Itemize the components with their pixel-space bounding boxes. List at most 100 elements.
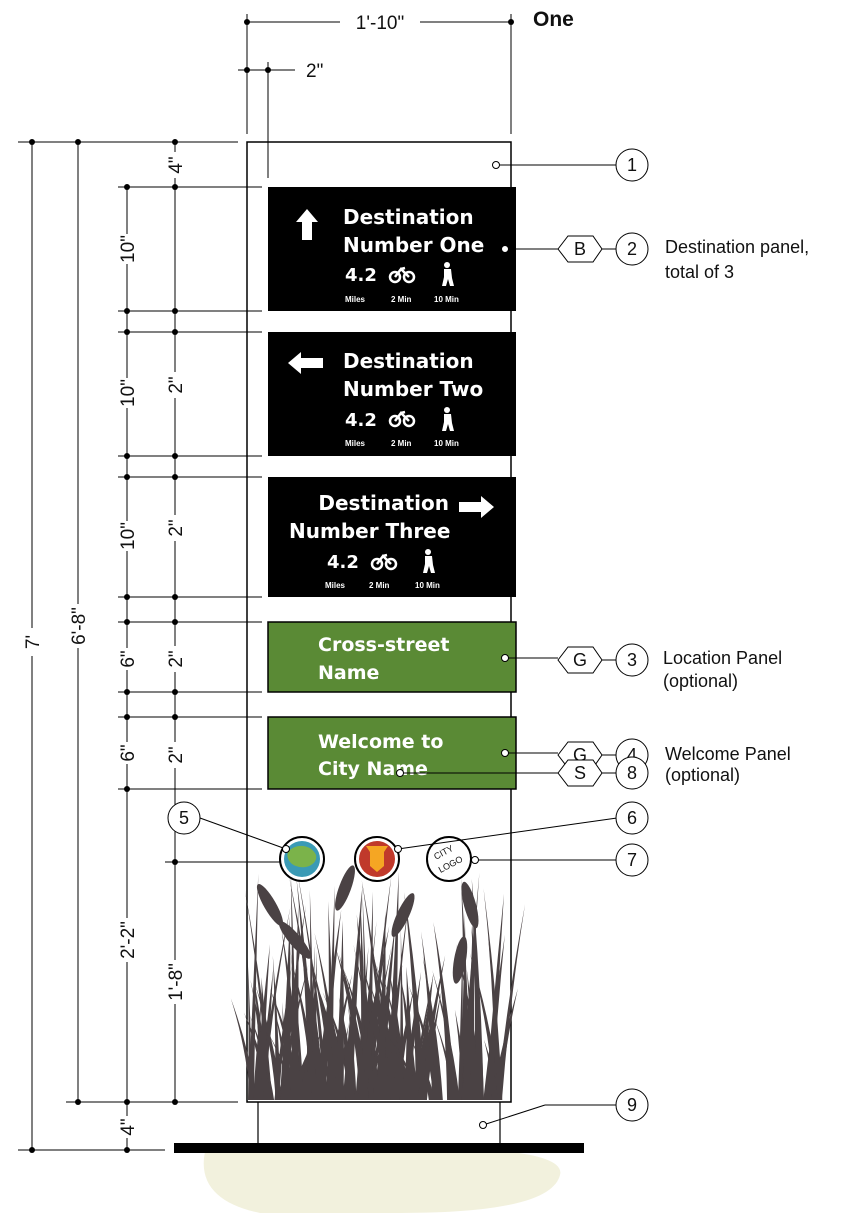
grass-seedhead	[335, 865, 355, 911]
miles-label: Miles	[325, 581, 346, 590]
walk-time: 10 Min	[434, 295, 459, 304]
globe-logo	[279, 836, 325, 882]
grass-blade	[365, 945, 392, 1100]
grass-blade	[253, 944, 270, 1100]
destination-panel-3: Destination Number Three 4.2 Miles 2 Min…	[268, 477, 516, 597]
bike-icon	[388, 410, 416, 428]
grass-blade	[252, 987, 262, 1100]
grass-blade	[314, 932, 343, 1100]
grass-seedhead	[391, 893, 415, 937]
bike-time: 2 Min	[369, 581, 390, 590]
grass-blade	[243, 1012, 272, 1100]
left-dimension-lines	[18, 141, 280, 1151]
grass-seedhead	[278, 921, 312, 959]
callout-number-circle	[615, 148, 649, 182]
miles-value: 4.2	[345, 265, 377, 286]
callout-number-circle	[615, 232, 649, 266]
overall-width-dim: 1'-10"	[356, 13, 404, 34]
base-height-dim: 4"	[118, 1118, 139, 1135]
ground-mound	[203, 1150, 561, 1213]
city-logo: CITY LOGO	[426, 836, 472, 882]
location-panel: Cross-street Name	[267, 621, 517, 693]
callout-number-circle	[615, 1088, 649, 1122]
miles-value: 4.2	[345, 410, 377, 431]
gap-3-dim: 2"	[166, 650, 187, 667]
destination-panel-2: Destination Number Two 4.2 Miles 2 Min 1…	[268, 332, 516, 456]
callout-number-3: 3	[627, 650, 637, 670]
gap-4-dim: 2"	[166, 746, 187, 763]
callout-2-label2: total of 3	[665, 262, 734, 282]
grass-blade	[306, 943, 316, 1100]
destination-1-line1: Destination	[343, 205, 474, 229]
callout-3-label1: Location Panel	[663, 648, 782, 668]
destination-3-line1: Destination	[318, 491, 449, 515]
callout-tag-letter: S	[574, 763, 586, 783]
grass-blade	[335, 1022, 349, 1100]
destination-1-line2: Number One	[343, 233, 484, 257]
destination-2-line2: Number Two	[343, 377, 483, 401]
miles-label: Miles	[345, 439, 366, 448]
callout-number-circle	[615, 843, 649, 877]
callout-number-8: 8	[627, 763, 637, 783]
location-line1: Cross-street	[318, 634, 450, 656]
callout-3-label2: (optional)	[663, 671, 738, 691]
grass-seedhead	[452, 936, 468, 984]
grass-blade	[296, 870, 329, 1100]
panel-1-height-dim: 10"	[118, 235, 139, 263]
welcome-line2: City Name	[318, 758, 428, 780]
grass-blade	[290, 959, 319, 1100]
ground-line	[174, 1143, 584, 1153]
panel-3-height-dim: 10"	[118, 522, 139, 550]
bike-icon	[388, 266, 416, 284]
grass-blade	[334, 920, 344, 1100]
callout-number-circle	[615, 756, 649, 790]
callout-4-label2: (optional)	[665, 765, 740, 785]
grass-blade	[471, 925, 485, 1100]
grass-blade	[309, 951, 317, 1100]
grass-blade	[335, 946, 369, 1100]
hiker-icon	[423, 549, 435, 573]
welcome-height-dim: 6"	[118, 744, 139, 761]
grass-blade	[390, 989, 414, 1100]
callout-number-4: 4	[627, 745, 637, 765]
grass-blade	[420, 989, 442, 1100]
grass-blade	[279, 916, 291, 1100]
grass-seedhead	[256, 884, 284, 926]
callout-number-circle	[167, 801, 201, 835]
welcome-panel: Welcome to City Name	[267, 716, 517, 790]
keystone-logo	[354, 836, 400, 882]
drawing-title: One	[533, 8, 574, 31]
gap-1-dim: 2"	[166, 376, 187, 393]
grass-blade	[258, 906, 291, 1100]
location-height-dim: 6"	[118, 650, 139, 667]
destination-panel-1: Destination Number One 4.2 Miles 2 Min 1…	[268, 187, 516, 311]
grass-blade	[389, 1038, 422, 1100]
grass-art	[230, 865, 526, 1100]
grass-blade	[274, 1011, 292, 1100]
grass-blade	[386, 871, 399, 1100]
grass-blade	[483, 888, 503, 1100]
grass-blade	[433, 922, 456, 1100]
callout-tag-letter: B	[574, 239, 586, 259]
callout-leaders	[199, 164, 618, 1126]
callout-number-circle	[615, 643, 649, 677]
total-height-dim: 7'	[23, 635, 44, 649]
lower-height-dim: 2'-2"	[118, 921, 139, 959]
walk-time: 10 Min	[434, 439, 459, 448]
callout-number-1: 1	[627, 155, 637, 175]
grass-blade	[484, 1039, 499, 1100]
grass-blade	[375, 911, 386, 1100]
callout-number-6: 6	[627, 808, 637, 828]
grass-blade	[408, 985, 441, 1100]
callout-number-9: 9	[627, 1095, 637, 1115]
inset-dim: 2"	[306, 61, 323, 82]
hiker-icon	[442, 407, 454, 431]
location-line2: Name	[318, 662, 379, 684]
callout-tag-letter: G	[573, 650, 587, 670]
grass-blade	[411, 972, 434, 1100]
welcome-line1: Welcome to	[318, 731, 443, 753]
grass-blade	[363, 965, 374, 1100]
top-margin-dim: 4"	[166, 156, 187, 173]
